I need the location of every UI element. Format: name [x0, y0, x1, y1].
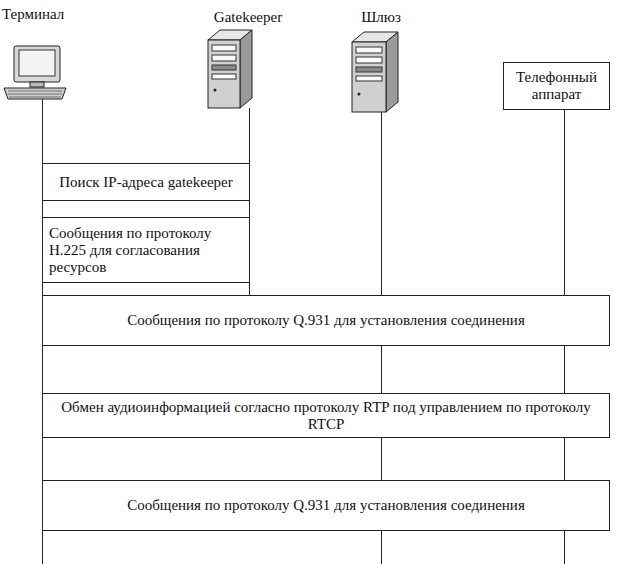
- message-text: Сообщения по протоколу Q.931 для установ…: [49, 312, 603, 329]
- message-text: Сообщения по протоколу H.225 для согласо…: [49, 225, 243, 276]
- message-box: Сообщения по протоколу H.225 для согласо…: [42, 217, 250, 283]
- server-icon: [208, 30, 252, 108]
- message-text: Сообщения по протоколу Q.931 для установ…: [49, 497, 603, 514]
- server-icon: [352, 32, 398, 112]
- column-label: Шлюз: [361, 9, 401, 26]
- message-box: Поиск IP-адреса gatekeeper: [42, 163, 250, 201]
- device-box: Телефонный аппарат: [503, 62, 610, 110]
- message-box: Сообщения по протоколу Q.931 для установ…: [42, 295, 610, 346]
- column-label: Терминал: [2, 6, 64, 23]
- computer-icon: [4, 46, 66, 99]
- message-text: Поиск IP-адреса gatekeeper: [49, 174, 243, 191]
- column-label: Gatekeeper: [214, 9, 282, 26]
- message-box: Обмен аудиоинформацией согласно протокол…: [42, 393, 610, 438]
- message-text: Обмен аудиоинформацией согласно протокол…: [49, 399, 603, 433]
- message-text: Телефонный аппарат: [508, 69, 605, 103]
- message-box: Сообщения по протоколу Q.931 для установ…: [42, 480, 610, 531]
